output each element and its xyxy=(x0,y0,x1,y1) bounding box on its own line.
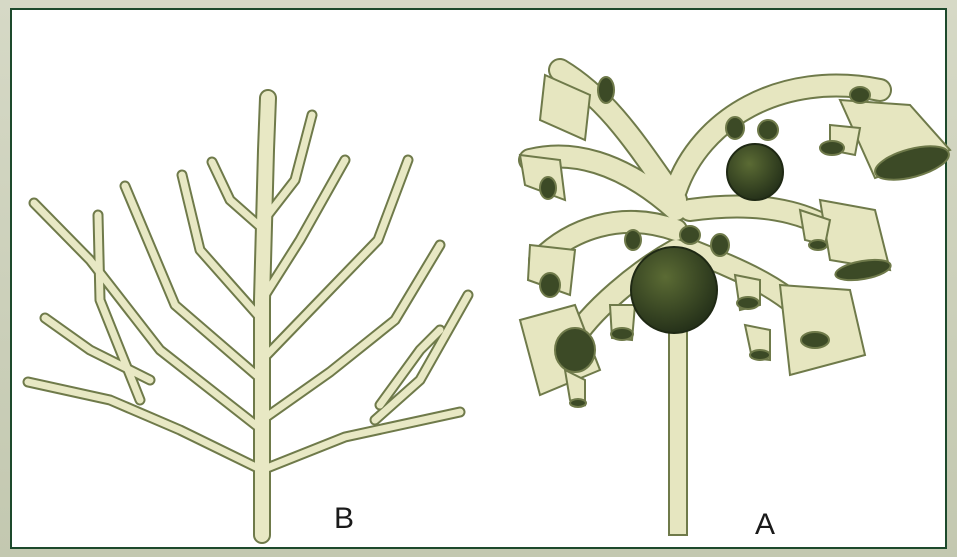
large-sphere xyxy=(631,247,717,333)
label-a: A xyxy=(755,508,775,542)
trumpet-colony-a xyxy=(520,70,952,535)
label-b: B xyxy=(334,502,354,536)
branching-structure-b xyxy=(28,98,468,535)
colony-stalk xyxy=(669,330,687,535)
small-sphere xyxy=(727,144,783,200)
